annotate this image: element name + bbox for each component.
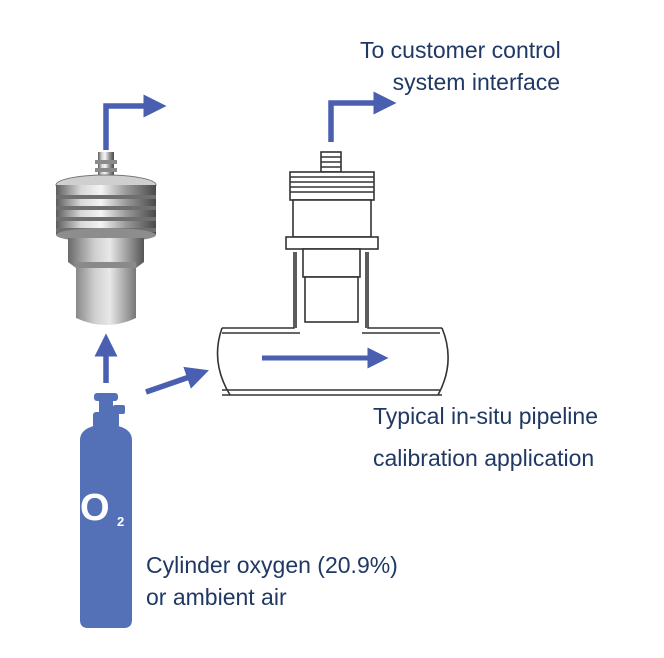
pipeline-label-line2: calibration application	[373, 445, 595, 471]
customer-label-line1: To customer control	[360, 37, 561, 63]
sensor-output-arrow	[103, 94, 167, 150]
pipeline-icon	[216, 252, 449, 396]
customer-label-line2: system interface	[392, 69, 561, 95]
oxygen-cylinder-icon	[80, 393, 132, 628]
pipeline-label-line1: Typical in-situ pipeline	[373, 403, 599, 429]
cylinder-label-line1: Cylinder oxygen (20.9%)	[146, 552, 398, 578]
sensor-photo-icon	[55, 152, 157, 325]
cylinder-label: Cylinder oxygen (20.9%) or ambient air	[146, 549, 398, 613]
customer-interface-label: To customer control system interface	[360, 34, 561, 98]
cylinder-o2-symbol: O	[80, 487, 110, 529]
cylinder-o2-subscript: 2	[117, 514, 125, 529]
pipeline-application-label: Typical in-situ pipeline calibration app…	[373, 400, 598, 474]
cylinder-label-line2: or ambient air	[146, 584, 287, 610]
cylinder-to-pipeline-arrow	[145, 366, 209, 395]
customer-output-arrow	[328, 91, 397, 142]
sensor-line-drawing-icon	[285, 151, 379, 323]
